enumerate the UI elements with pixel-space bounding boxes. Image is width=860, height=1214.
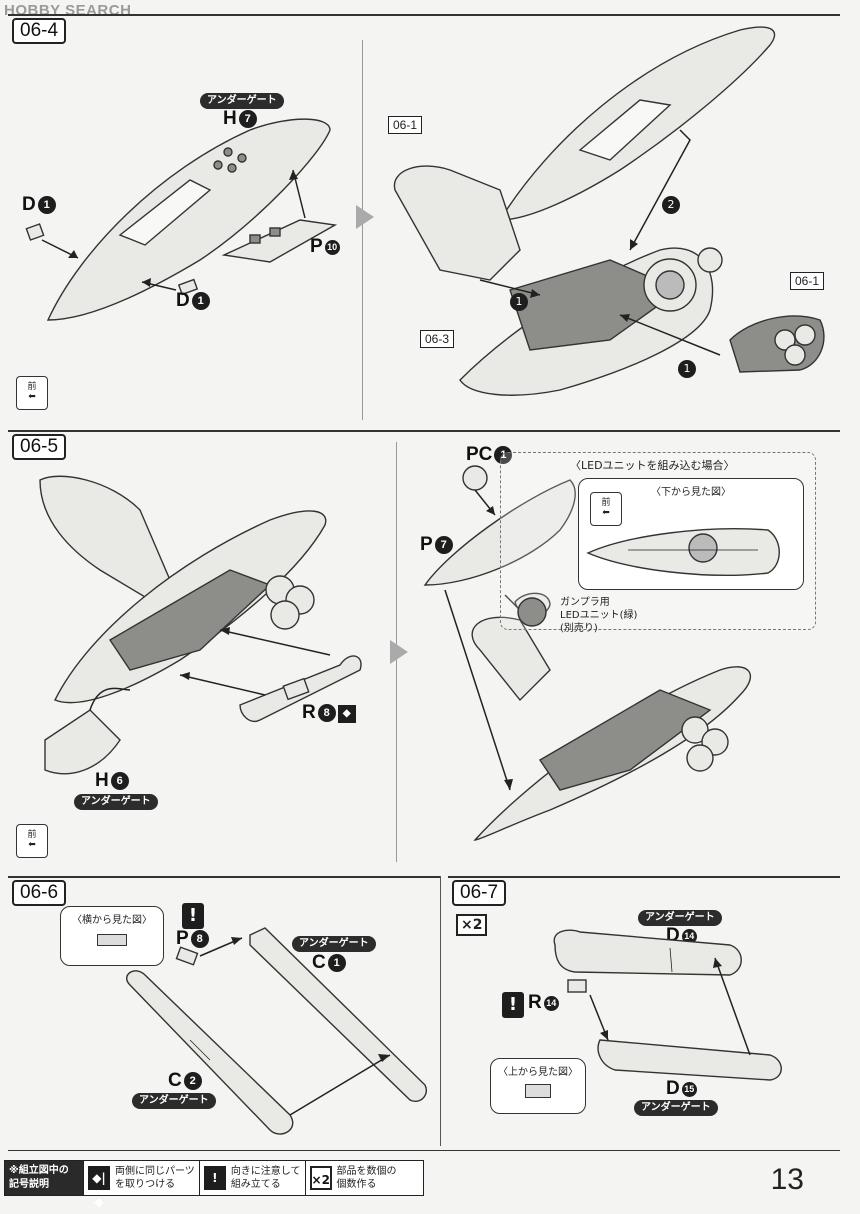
step-06-4-drawing-right xyxy=(393,26,825,396)
top-rule xyxy=(8,14,840,16)
both-sides-icon: ◆|◆ xyxy=(88,1166,110,1209)
ref-06-1-right: 06-1 xyxy=(790,272,825,290)
ref-06-1-left: 06-1 xyxy=(388,116,423,134)
top-view-box: 〈上から見た図〉 xyxy=(490,1058,586,1114)
gate-label-c1: アンダーゲート xyxy=(292,936,376,952)
step-06-7-drawing xyxy=(553,929,782,1081)
rule-row2 xyxy=(8,430,840,432)
times-two-icon: ×2 xyxy=(309,1166,332,1190)
led-note: ガンプラ用 LEDユニット(緑) (別売り) xyxy=(560,597,638,634)
gate-label-d15: アンダーゲート xyxy=(634,1100,718,1116)
gate-label-d14: アンダーゲート xyxy=(638,910,722,926)
step-06-7-label: 06-7 xyxy=(452,880,507,906)
front-indicator-06-5: 前⬅ xyxy=(16,824,48,858)
watermark: HOBBY SEARCH xyxy=(4,2,132,19)
led-unit-title: 〈LEDユニットを組み込む場合〉 xyxy=(570,459,735,472)
rule-row3b xyxy=(448,876,840,878)
gate-label-h6: アンダーゲート xyxy=(74,794,158,810)
page-number: 13 xyxy=(770,1163,804,1196)
symbol-legend: ※組立図中の 記号説明 ◆|◆ 両側に同じパーツを取りつける ! 向きに注意して… xyxy=(4,1160,424,1209)
front-indicator-led: 前⬅ xyxy=(590,492,622,526)
side-view-label: 〈横から見た図〉 xyxy=(72,915,152,926)
step-06-4-label: 06-4 xyxy=(12,18,67,44)
order-1-b: 1 xyxy=(678,360,696,378)
top-view-label: 〈上から見た図〉 xyxy=(498,1067,578,1078)
step-06-5-drawing-left xyxy=(39,475,362,775)
front-indicator-06-4: 前⬅ xyxy=(16,376,48,410)
gate-label-h7: アンダーゲート xyxy=(200,93,284,109)
side-view-box: 〈横から見た図〉 xyxy=(60,906,164,966)
under-view-drawing xyxy=(586,528,780,576)
flow-arrow-06-5 xyxy=(390,640,408,664)
step-06-6-label: 06-6 xyxy=(12,880,67,906)
legend-heading: ※組立図中の 記号説明 xyxy=(5,1161,83,1195)
divider-step066 xyxy=(440,876,441,1146)
gate-label-c2: アンダーゲート xyxy=(132,1093,216,1109)
rule-bottom xyxy=(8,1150,840,1151)
side-view-icon xyxy=(97,934,127,946)
times-two-badge: ×2 xyxy=(456,914,488,936)
under-view-label: 〈下から見た図〉 xyxy=(651,487,731,498)
step-06-5-label: 06-5 xyxy=(12,434,67,460)
rule-row3 xyxy=(8,876,440,878)
legend-item-both-sides: ◆|◆ 両側に同じパーツを取りつける xyxy=(83,1161,199,1209)
divider-step064 xyxy=(362,40,363,420)
order-1-a: 1 xyxy=(510,293,528,311)
top-view-icon xyxy=(525,1084,551,1098)
legend-item-orientation: ! 向きに注意して組み立てる xyxy=(198,1161,305,1195)
step-06-4-drawing-left xyxy=(25,118,338,321)
flow-arrow-06-4 xyxy=(356,205,374,229)
warning-icon-06-7: ! xyxy=(502,992,524,1018)
ref-06-3: 06-3 xyxy=(420,330,455,348)
legend-item-multiple: ×2 部品を数個の個数作る xyxy=(304,1161,401,1195)
warning-icon: ! xyxy=(203,1166,226,1190)
led-unit-drawing xyxy=(517,597,547,627)
order-2: 2 xyxy=(662,196,680,214)
warning-icon-06-6: ! xyxy=(182,903,204,929)
step-06-6-drawing xyxy=(126,927,427,1135)
both-sides-icon: ◆ xyxy=(337,705,356,723)
